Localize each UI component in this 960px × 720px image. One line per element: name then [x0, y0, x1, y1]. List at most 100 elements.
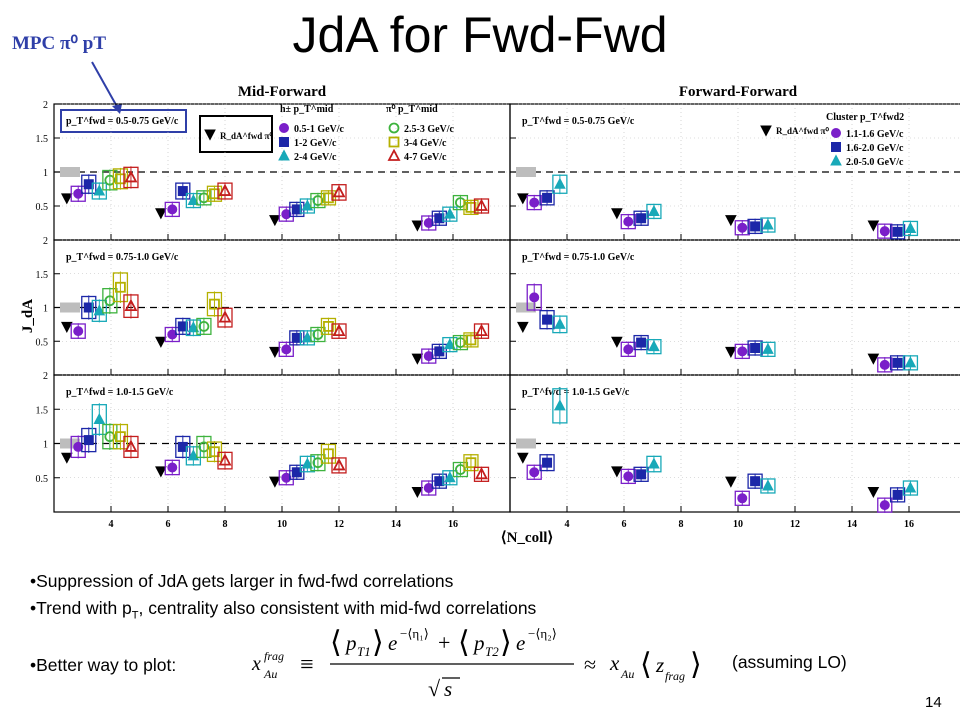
point-c1-r2-s0-1 [623, 471, 634, 482]
svg-text:√: √ [428, 676, 441, 701]
row-label-c0-r0: p_T^fwd = 0.5-0.75 GeV/c [66, 116, 179, 127]
point-c1-r0-s0-1 [623, 216, 634, 227]
point-c1-r0-s1-1 [636, 213, 647, 224]
point-c0-r1-s2-2 [301, 331, 314, 343]
rda-point-c1-r1-3 [867, 353, 880, 365]
norm-uncertainty-c0-r1 [60, 302, 80, 313]
legend-mid-marker-2 [278, 149, 290, 161]
point-c0-r2-s4-1 [209, 446, 220, 458]
svg-text:⟩: ⟩ [690, 648, 702, 681]
legend-mid-entry-0: 0.5-1 GeV/c [294, 124, 345, 135]
point-c0-r1-s2-1 [187, 321, 200, 333]
norm-uncertainty-c0-r2 [60, 438, 80, 449]
point-c1-r2-s2-3 [904, 481, 917, 493]
rda-point-c1-r2-1 [611, 466, 623, 478]
svg-text:frag: frag [264, 649, 284, 663]
point-c0-r1-s5-1 [218, 310, 232, 323]
legend-rda-label: R_dA^fwd π⁰ [220, 131, 273, 141]
x-tick-label: 6 [622, 519, 627, 530]
legend-mid-marker-1 [279, 137, 289, 147]
point-c0-r2-s0-1 [167, 462, 178, 473]
point-c1-r0-s1-2 [750, 221, 761, 232]
x-tick-label: 10 [733, 519, 743, 530]
y-tick-label: 1 [43, 304, 48, 315]
legend-mid-h-header: h± p_T^mid [280, 104, 334, 115]
point-c1-r1-s1-1 [636, 337, 647, 348]
point-c0-r2-s3-1 [198, 441, 210, 453]
rda-point-c0-r1-3 [411, 353, 424, 365]
point-c0-r0-s4-1 [209, 188, 220, 200]
point-c1-r2-s1-1 [636, 469, 647, 480]
point-c1-r2-s2-0 [554, 399, 566, 411]
norm-uncertainty-c1-r2 [516, 438, 536, 449]
point-c0-r2-s5-0 [124, 439, 138, 452]
point-c0-r1-s4-1 [209, 298, 220, 310]
point-c0-r1-s0-3 [423, 351, 434, 362]
svg-text:x: x [609, 651, 620, 675]
point-c0-r0-s2-1 [187, 193, 200, 206]
point-c0-r2-s2-1 [187, 449, 200, 461]
y-tick-label: 1.5 [36, 134, 49, 145]
row-label-c1-r0: p_T^fwd = 0.5-0.75 GeV/c [522, 116, 635, 127]
rda-point-c0-r2-3 [411, 486, 424, 499]
svg-text:x: x [251, 653, 261, 675]
row-label-c0-r2: p_T^fwd = 1.0-1.5 GeV/c [66, 387, 174, 398]
point-c1-r0-s0-0 [529, 197, 540, 208]
x-tick-label: 16 [448, 519, 458, 530]
x-tick-label: 12 [334, 519, 344, 530]
point-c0-r2-s5-3 [475, 466, 488, 480]
legend-ff-rda-label: R_dA^fwd π⁰ [776, 126, 829, 136]
point-c1-r1-s0-3 [879, 359, 890, 370]
slide-title: JdA for Fwd-Fwd [292, 7, 668, 63]
point-c1-r1-s2-3 [904, 356, 917, 368]
bullet-suppression: •Suppression of JdA gets larger in fwd-f… [30, 571, 454, 591]
point-c0-r0-s1-0 [83, 179, 94, 190]
point-c0-r2-s2-2 [301, 457, 314, 469]
point-c1-r1-s0-0 [529, 292, 540, 303]
rda-point-c0-r0-2 [269, 215, 281, 227]
y-tick-label: 0.5 [36, 474, 49, 485]
rda-point-c1-r2-3 [867, 486, 880, 499]
rda-point-c0-r0-1 [155, 208, 167, 220]
point-c0-r0-s1-2 [291, 204, 302, 215]
assuming-lo-note: (assuming LO) [732, 652, 847, 672]
point-c0-r1-s2-0 [93, 304, 106, 316]
bullet-better-plot: •Better way to plot: [30, 655, 177, 675]
x-tick-label: 8 [679, 519, 684, 530]
point-c0-r1-s2-3 [444, 338, 456, 350]
point-c1-r2-s2-1 [648, 457, 660, 469]
legend-ff-marker-2 [830, 154, 842, 166]
x-tick-label: 4 [109, 519, 114, 530]
point-c0-r0-s5-3 [475, 198, 488, 211]
legend-rda-marker [204, 129, 216, 141]
point-c0-r2-s1-0 [83, 435, 94, 446]
svg-text:⟩: ⟩ [372, 626, 384, 659]
point-c0-r0-s3-0 [104, 174, 116, 186]
legend-ff-marker-0 [831, 128, 841, 138]
point-c1-r0-s0-2 [737, 222, 748, 233]
x-axis-label: ⟨N_coll⟩ [501, 530, 554, 546]
svg-text:≡: ≡ [300, 652, 314, 678]
mpc-pi0-pt-label: MPC π⁰ pT [12, 33, 107, 54]
rda-point-c0-r1-0 [60, 321, 73, 333]
rda-point-c1-r0-1 [611, 208, 623, 220]
x-frag-formula: x frag Au ≡ ⟨ p T1 ⟩ e −⟨η₁⟩ + ⟨ p T2 ⟩ … [251, 626, 702, 701]
row-label-c1-r2: p_T^fwd = 1.0-1.5 GeV/c [522, 387, 630, 398]
y-tick-label: 2 [43, 236, 48, 247]
point-c0-r0-s1-1 [177, 186, 188, 197]
svg-text:≈: ≈ [584, 652, 596, 677]
rda-point-c0-r2-1 [155, 466, 167, 478]
point-c0-r1-s5-2 [332, 323, 346, 337]
y-tick-label: 1 [43, 168, 48, 179]
y-tick-label: 1.5 [36, 270, 49, 281]
point-c1-r1-s0-2 [737, 346, 748, 357]
rda-point-c1-r1-2 [725, 346, 737, 358]
point-c1-r0-s1-3 [892, 226, 903, 237]
norm-uncertainty-c1-r0 [516, 167, 536, 177]
y-tick-label: 1.5 [36, 405, 49, 416]
svg-text:s: s [444, 677, 452, 701]
point-c0-r0-s5-2 [332, 184, 346, 198]
svg-text:Au: Au [620, 667, 634, 681]
point-c0-r2-s3-3 [455, 464, 466, 475]
point-c0-r2-s0-2 [281, 472, 292, 483]
